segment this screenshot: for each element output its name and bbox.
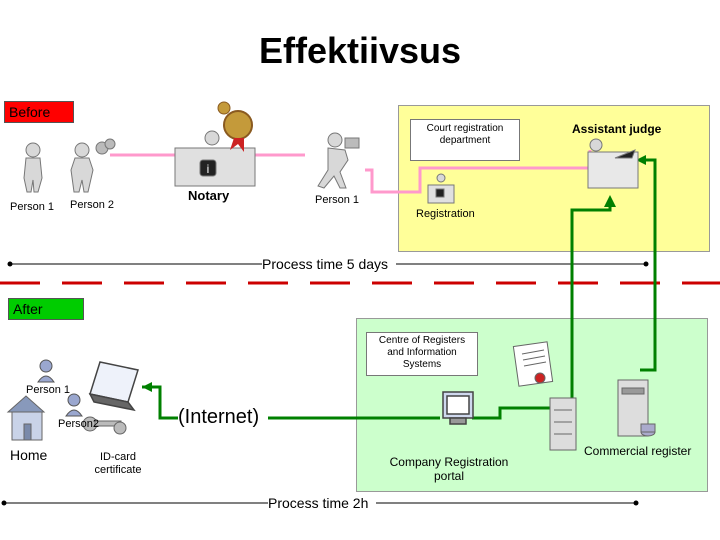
person1-runner-figure bbox=[317, 132, 360, 189]
key-icon bbox=[82, 416, 127, 435]
internet-label: (Internet) bbox=[178, 406, 260, 428]
svg-text:i: i bbox=[207, 162, 210, 176]
document-icon bbox=[512, 341, 554, 387]
person1-icon bbox=[37, 359, 55, 383]
commercial-register-label: Commercial register bbox=[584, 444, 692, 458]
person2-icon bbox=[65, 393, 83, 417]
assistant-judge-figure bbox=[587, 138, 639, 189]
person1-figure bbox=[23, 142, 43, 193]
home-label: Home bbox=[10, 447, 48, 463]
registration-desk bbox=[427, 173, 455, 204]
server-icon bbox=[549, 397, 577, 451]
person2-figure bbox=[70, 138, 116, 193]
centre-registers-box: Centre of Registers and Information Syst… bbox=[366, 332, 478, 376]
person1-after-label: Person 1 bbox=[26, 384, 71, 396]
assistant-judge-label: Assistant judge bbox=[572, 122, 662, 136]
commercial-to-judge-line bbox=[640, 158, 657, 372]
court-registration-box: Court registration department bbox=[410, 119, 520, 161]
person2-label: Person 2 bbox=[70, 199, 115, 211]
portal-label: Company Registration portal bbox=[389, 455, 509, 483]
person1-label: Person 1 bbox=[10, 201, 55, 213]
server-to-judge-line bbox=[570, 200, 612, 398]
commercial-register-icon bbox=[617, 379, 656, 437]
notary-desk: i bbox=[174, 130, 256, 187]
after-tag: After bbox=[8, 298, 84, 320]
notary-label: Notary bbox=[188, 188, 230, 203]
process-time-after: Process time 2h bbox=[268, 495, 369, 511]
person1-runner-label: Person 1 bbox=[315, 194, 360, 206]
id-card-label: ID-card certificate bbox=[94, 451, 142, 476]
before-tag: Before bbox=[4, 101, 74, 123]
page-title: Effektiivsus bbox=[258, 30, 462, 71]
seal-icon bbox=[217, 101, 253, 152]
laptop-icon bbox=[88, 361, 139, 412]
person2-after-label: Person2 bbox=[58, 418, 99, 430]
portal-to-server-line bbox=[472, 406, 552, 420]
home-icon bbox=[6, 395, 46, 441]
process-time-before: Process time 5 days bbox=[262, 256, 389, 272]
monitor-icon bbox=[442, 391, 474, 425]
registration-label: Registration bbox=[416, 208, 475, 220]
